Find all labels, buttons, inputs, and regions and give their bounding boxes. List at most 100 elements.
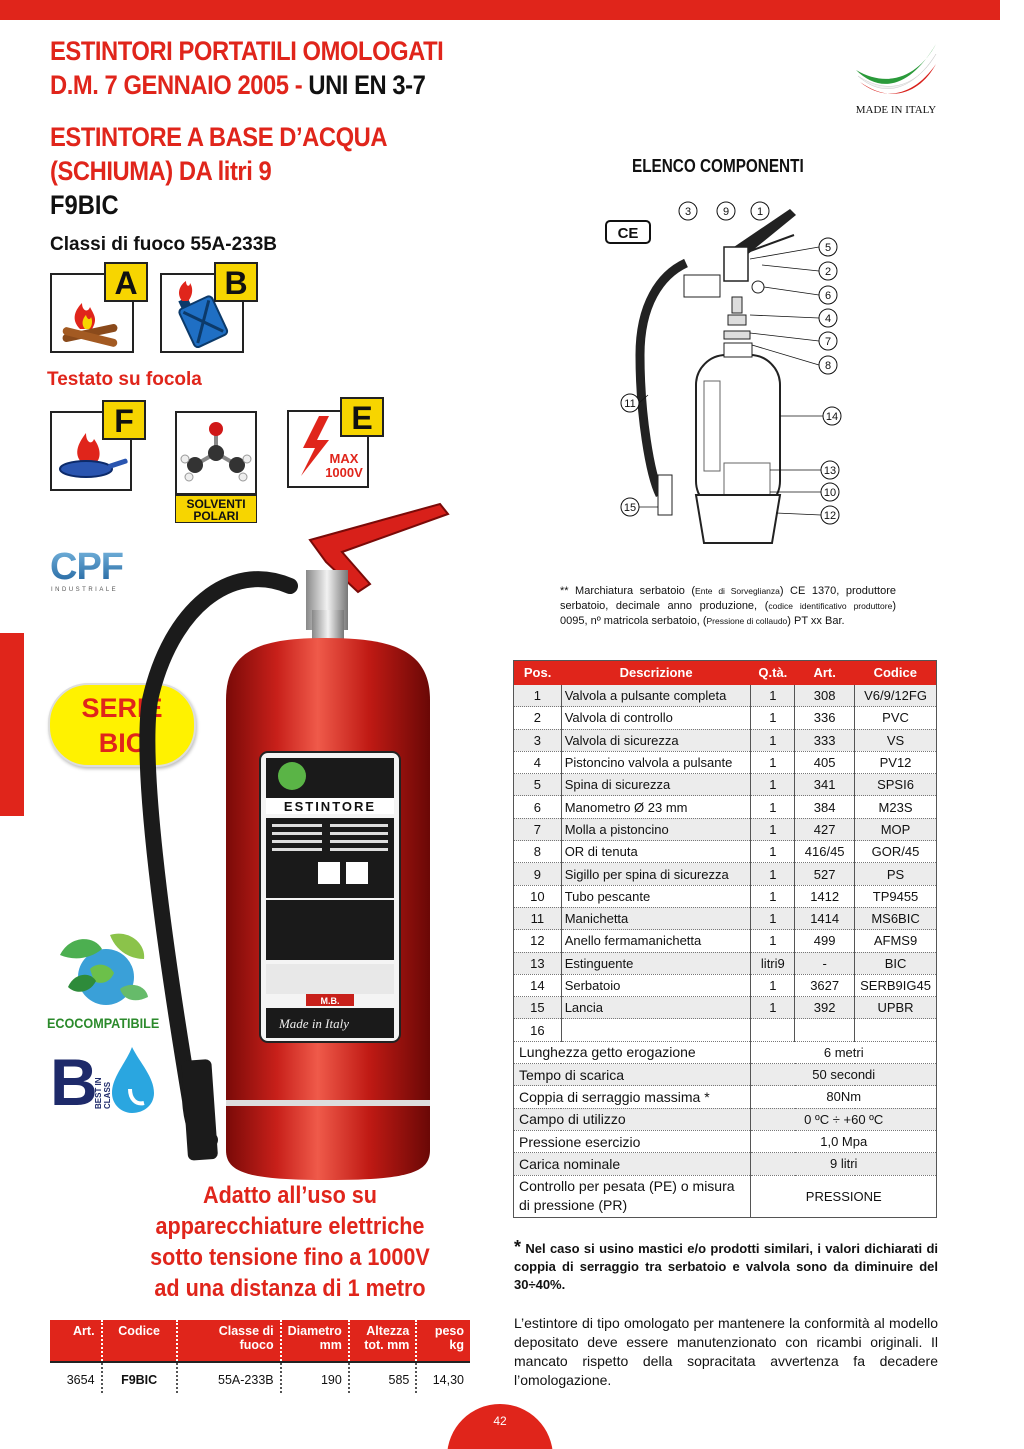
parts-cell: 9 [513,862,562,886]
callout-12: 12 [824,510,836,522]
callout-8: 8 [825,360,831,372]
parts-cell: 308 [794,684,856,708]
note-text-2: ) CE 1370, produttore serbatoio, decimal… [560,585,896,612]
parts-cell: SERB9IG45 [854,974,937,998]
note-text-3: ) 0095, nº matricola serbatoio, ( [560,600,896,627]
parts-cell: 7 [513,818,562,842]
parts-cell: 13 [513,952,562,975]
callout-13: 13 [824,465,836,477]
polar-solvents-label: SOLVENTI POLARI [175,495,257,523]
parts-cell: Molla a pistoncino [561,818,752,842]
class-a-letter: A [104,262,148,302]
spec-cell: 585 [348,1361,418,1393]
spec-header-peso: peso kg [416,1320,470,1362]
parts-cell: AFMS9 [854,929,937,953]
class-b-icon [160,273,244,353]
parts-cell: PS [854,862,937,886]
parts-cell: GOR/45 [854,840,937,864]
parts-cell: 1 [513,684,562,708]
best-in-class-logo: B BEST IN CLASS [50,1043,158,1119]
note-text-1: ** Marchiatura serbatoio ( [560,585,696,597]
model-code: F9BIC [50,190,119,220]
parts-cell: 336 [794,706,856,730]
parts-header-art: Art. [794,660,855,685]
parts-cell: Valvola di sicurezza [561,729,752,752]
parts-cell: 416/45 [794,840,856,864]
parts-cell: 1 [750,996,796,1020]
callout-10: 10 [824,487,836,499]
parts-header-qta: Q.tà. [750,660,795,685]
parts-cell: - [794,952,856,975]
fire-classes-label: Classi di fuoco 55A-233B [50,234,278,255]
extinguisher-product-image: ESTINTORE M.B. Made in Italy [130,500,460,1190]
electrical-use-slogan: Adatto all’uso su apparecchiature elettr… [101,1180,479,1304]
max-label: MAX [329,451,359,466]
spec-cell: F9BIC [101,1361,178,1393]
parts-cell: UPBR [854,996,937,1020]
parts-cell: Tubo pescante [561,885,752,908]
product-title-line-2: (SCHIUMA) DA litri 9 [50,156,272,186]
property-row: Controllo per pesata (PE) o misura di pr… [513,1175,937,1218]
parts-cell: 1412 [794,885,856,908]
slogan-line-2: apparecchiature elettriche [155,1213,425,1240]
parts-cell: 1 [750,751,796,775]
property-label: Campo di utilizzo [513,1108,752,1131]
product-label-title: ESTINTORE [284,799,376,814]
callout-4: 4 [825,313,831,325]
warning-star: * [514,1237,522,1257]
parts-cell: 1 [750,818,796,842]
parts-cell: 1 [750,706,796,730]
parts-cell: MS6BIC [854,907,937,931]
callout-15: 15 [624,502,636,514]
ce-mark: CE [618,225,639,242]
parts-cell: 499 [794,929,856,953]
note-text-4: ) PT xx Bar. [787,615,845,627]
parts-cell: Valvola di controllo [561,706,752,730]
property-label: Controllo per pesata (PE) o misura di pr… [513,1175,752,1218]
property-row: Coppia di serraggio massima *80Nm [513,1085,937,1109]
page-number: 42 [447,1404,553,1449]
parts-cell: Anello fermamanichetta [561,929,752,953]
polar-solvents-line-1: SOLVENTI [186,497,246,511]
parts-cell: 392 [794,996,856,1020]
property-value: 1,0 Mpa [750,1130,937,1154]
parts-cell: 527 [794,862,856,886]
parts-header-descrizione: Descrizione [561,660,751,685]
parts-cell: 1414 [794,907,856,931]
parts-cell: 3 [513,729,562,752]
class-b-letter: B [214,262,258,302]
bic-label: BIC [98,728,146,758]
parts-cell: 384 [794,795,856,819]
title-norm: UNI EN 3-7 [308,70,426,100]
parts-cell: Lancia [561,996,752,1020]
class-f-letter: F [102,400,146,440]
parts-cell: Manichetta [561,907,752,931]
eco-label: ECOCOMPATIBILE [47,1015,160,1031]
parts-cell: litri9 [750,952,796,975]
parts-cell: M23S [854,795,937,819]
product-label-made-in-italy: Made in Italy [278,1016,349,1031]
parts-cell: 6 [513,795,562,819]
property-label: Tempo di scarica [513,1063,752,1087]
parts-cell: PV12 [854,751,937,775]
product-label-brand: M.B. [321,996,340,1006]
parts-cell: V6/9/12FG [854,684,937,708]
parts-cell [854,1018,937,1042]
parts-cell [750,1018,796,1042]
property-label: Coppia di serraggio massima * [513,1085,752,1109]
parts-cell: Pistoncino valvola a pulsante [561,751,752,775]
cpf-logo-subtext: INDUSTRIALE [51,587,118,593]
parts-cell: 341 [794,773,856,797]
parts-cell: 4 [513,751,562,775]
parts-cell: 1 [750,795,796,819]
